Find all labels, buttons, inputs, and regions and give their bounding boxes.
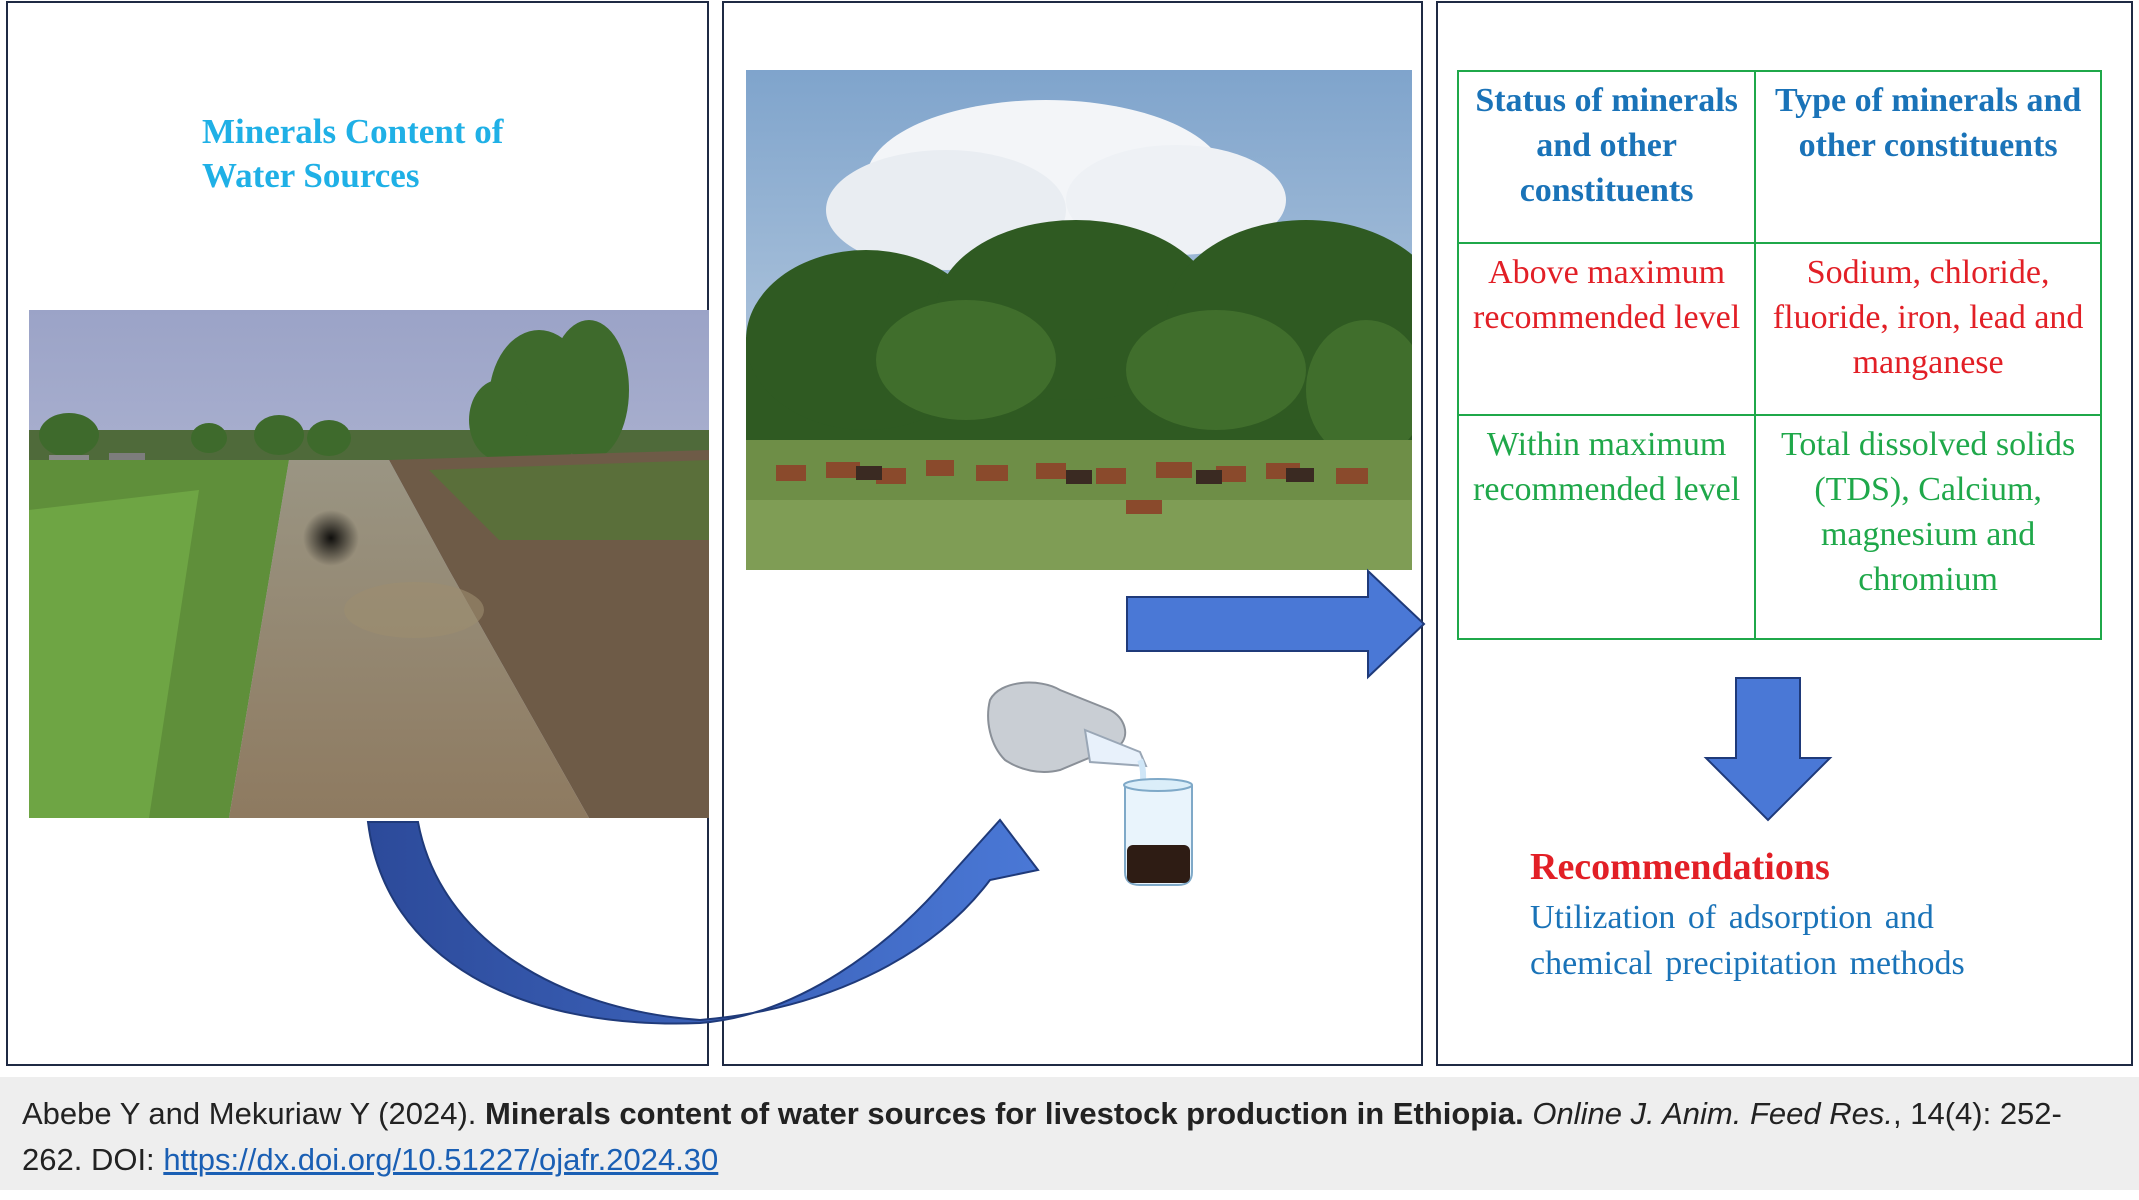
- title-line-2: Water Sources: [202, 156, 420, 195]
- recommendations-text: Utilization of adsorption and chemical p…: [1530, 899, 1965, 982]
- down-arrow: [1703, 677, 1833, 822]
- citation-footer: Abebe Y and Mekuriaw Y (2024). Minerals …: [0, 1077, 2139, 1190]
- types-above-cell: Sodium, chloride, fluoride, iron, lead a…: [1754, 242, 2102, 417]
- cattle-photo: [746, 70, 1412, 570]
- header-type: Type of minerals and other constituents: [1754, 69, 2102, 245]
- recommendations-heading: Recommendations: [1530, 846, 1830, 888]
- citation-volume: , 14(4): 252-262. DOI:: [22, 1096, 2062, 1177]
- status-above-cell: Above maximum recommended level: [1456, 242, 1757, 417]
- panel-title: Minerals Content of Water Sources: [202, 110, 602, 198]
- table-row: Above maximum recommended level Sodium, …: [1456, 242, 2102, 417]
- header-status: Status of minerals and other constituent…: [1456, 69, 1757, 245]
- minerals-table: Status of minerals and other constituent…: [1456, 69, 2102, 640]
- river-photo: [29, 310, 709, 818]
- table-row: Within maximum recommended level Total d…: [1456, 414, 2102, 640]
- title-line-1: Minerals Content of: [202, 112, 504, 151]
- right-arrow: [1126, 568, 1426, 680]
- citation-authors: Abebe Y and Mekuriaw Y (2024).: [22, 1096, 477, 1131]
- doi-link[interactable]: https://dx.doi.org/10.51227/ojafr.2024.3…: [163, 1142, 719, 1177]
- status-within-cell: Within maximum recommended level: [1456, 414, 1757, 640]
- table-header-row: Status of minerals and other constituent…: [1456, 69, 2102, 245]
- types-within-cell: Total dissolved solids (TDS), Calcium, m…: [1754, 414, 2102, 640]
- arrows-overlay: [366, 568, 1833, 1025]
- gloved-hand-flask-icon: [987, 681, 1193, 886]
- curved-arrow: [366, 818, 1040, 1025]
- citation-title: Minerals content of water sources for li…: [485, 1096, 1524, 1131]
- citation-journal: Online J. Anim. Feed Res.: [1532, 1096, 1893, 1131]
